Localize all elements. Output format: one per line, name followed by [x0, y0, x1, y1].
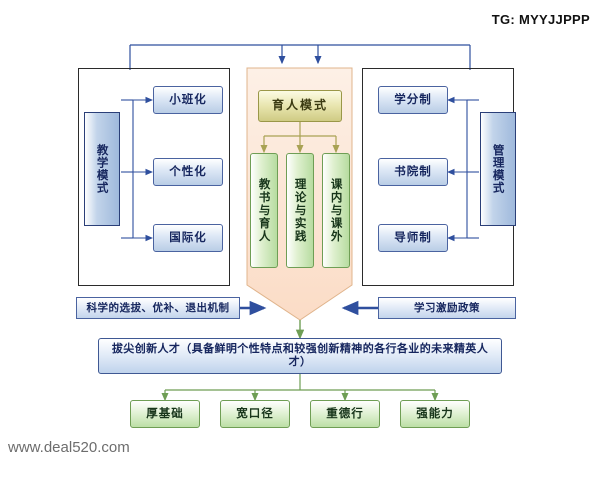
- center-item-2[interactable]: 理论与实践: [286, 153, 314, 268]
- policy-left-box[interactable]: 科学的选拔、优补、退出机制: [76, 297, 240, 319]
- watermark-top-right: TG: MYYJJPPP: [479, 8, 600, 32]
- watermark-bottom-left: www.deal520.com: [0, 434, 140, 462]
- policy-right-box[interactable]: 学习激励政策: [378, 297, 516, 319]
- center-item-3[interactable]: 课内与课外: [322, 153, 350, 268]
- right-item-2[interactable]: 书院制: [378, 158, 448, 186]
- right-item-1[interactable]: 学分制: [378, 86, 448, 114]
- result-item-1[interactable]: 厚基础: [130, 400, 200, 428]
- result-item-3[interactable]: 重德行: [310, 400, 380, 428]
- result-main-box[interactable]: 拔尖创新人才（具备鲜明个性特点和较强创新精神的各行各业的未来精英人才）: [98, 338, 502, 374]
- result-item-4[interactable]: 强能力: [400, 400, 470, 428]
- right-panel-label: 管理模式: [480, 112, 516, 226]
- left-item-1[interactable]: 小班化: [153, 86, 223, 114]
- left-panel-label: 教学模式: [84, 112, 120, 226]
- left-item-3[interactable]: 国际化: [153, 224, 223, 252]
- right-item-3[interactable]: 导师制: [378, 224, 448, 252]
- result-item-2[interactable]: 宽口径: [220, 400, 290, 428]
- center-title-box[interactable]: 育人模式: [258, 90, 342, 122]
- left-panel-frame: [78, 68, 230, 286]
- left-item-2[interactable]: 个性化: [153, 158, 223, 186]
- center-item-1[interactable]: 教书与育人: [250, 153, 278, 268]
